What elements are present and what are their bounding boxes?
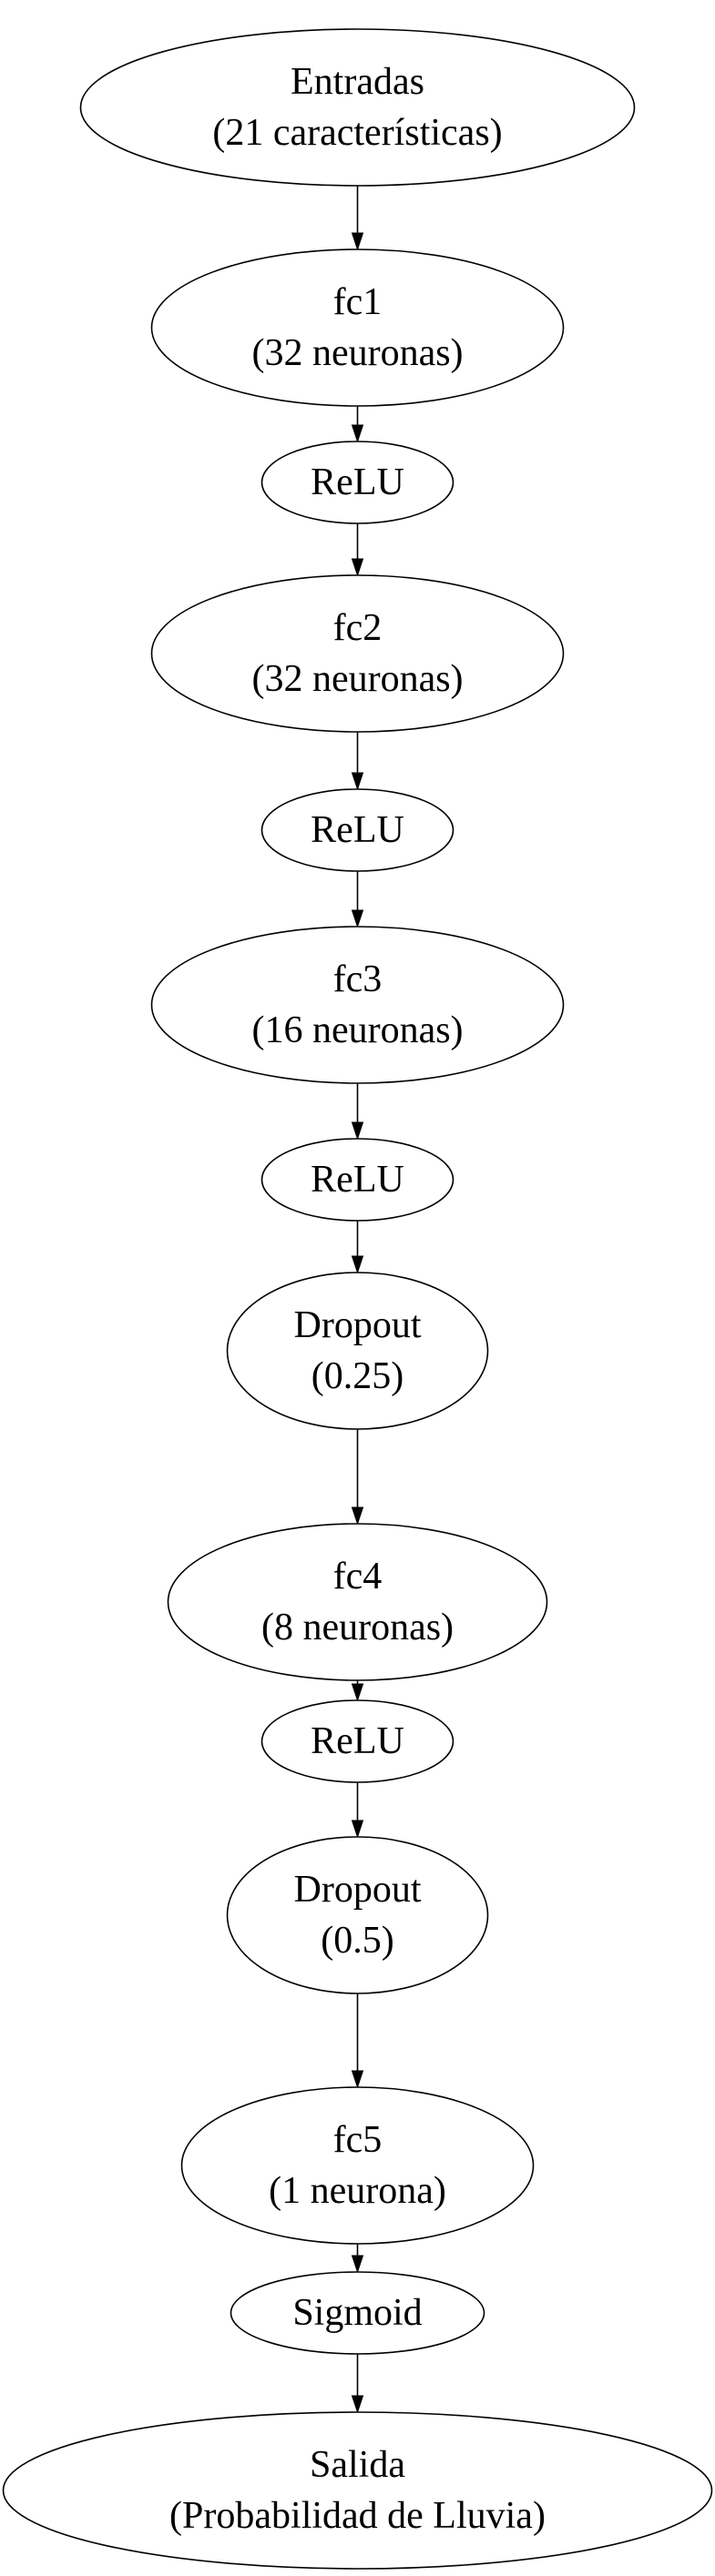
node-label-line: (0.5) xyxy=(321,1920,393,1962)
arrowhead-icon xyxy=(351,558,364,577)
edge-relu3-to-dropout1 xyxy=(351,1221,364,1274)
node-relu1: ReLU xyxy=(260,441,455,524)
node-ellipse xyxy=(260,1138,455,1222)
node-dropout1: Dropout (0.25) xyxy=(226,1272,489,1430)
node-label-line: ReLU xyxy=(311,809,404,851)
node-label-line: (21 características) xyxy=(212,112,502,154)
node-label-line: Sigmoid xyxy=(292,2292,422,2334)
node-label-line: (Probabilidad de Lluvia) xyxy=(169,2495,546,2537)
node-ellipse xyxy=(150,926,565,1084)
node-dropout2: Dropout (0.5) xyxy=(226,1836,489,1994)
edge-relu4-to-dropout2 xyxy=(351,1782,364,1839)
node-label-line: fc5 xyxy=(333,2119,383,2161)
node-label-line: ReLU xyxy=(311,461,404,503)
edge-dropout2-to-fc5 xyxy=(351,1993,364,2089)
edge-fc1-to-relu1 xyxy=(351,406,364,443)
edge-fc5-to-sigmoid xyxy=(351,2244,364,2274)
nodes: Entradas (21 características) fc1 (32 neuro… xyxy=(2,28,713,2570)
node-ellipse xyxy=(260,1699,455,1783)
node-ellipse xyxy=(180,2086,535,2245)
node-label-line: Salida xyxy=(310,2444,405,2486)
node-relu4: ReLU xyxy=(260,1699,455,1783)
arrowhead-icon xyxy=(351,424,364,443)
edge-dropout1-to-fc4 xyxy=(351,1429,364,1526)
arrowhead-icon xyxy=(351,909,364,928)
node-ellipse xyxy=(150,574,565,733)
node-label-line: fc2 xyxy=(333,607,383,649)
node-label-line: Entradas xyxy=(291,61,424,103)
node-label-line: (8 neuronas) xyxy=(261,1607,454,1648)
edge-fc2-to-relu2 xyxy=(351,732,364,791)
node-relu3: ReLU xyxy=(260,1138,455,1222)
node-label-line: fc1 xyxy=(333,281,383,323)
arrowhead-icon xyxy=(351,2395,364,2414)
edge-entradas-to-fc1 xyxy=(351,186,364,251)
node-entradas: Entradas (21 características) xyxy=(79,28,636,187)
edge-fc3-to-relu3 xyxy=(351,1083,364,1141)
node-fc4: fc4 (8 neuronas) xyxy=(167,1523,548,1681)
edges xyxy=(351,186,364,2414)
arrowhead-icon xyxy=(351,2255,364,2274)
arrowhead-icon xyxy=(351,1820,364,1839)
node-label-line: ReLU xyxy=(311,1720,404,1762)
arrowhead-icon xyxy=(351,1506,364,1526)
node-label-line: ReLU xyxy=(311,1159,404,1201)
node-ellipse xyxy=(226,1836,489,1994)
node-label-line: fc3 xyxy=(333,958,383,1000)
node-label-line: (32 neuronas) xyxy=(251,332,463,374)
node-relu2: ReLU xyxy=(260,788,455,872)
node-label-line: Dropout xyxy=(294,1304,422,1346)
arrowhead-icon xyxy=(351,1255,364,1274)
edge-sigmoid-to-salida xyxy=(351,2354,364,2414)
node-sigmoid: Sigmoid xyxy=(230,2271,485,2355)
node-fc5: fc5 (1 neurona) xyxy=(180,2086,535,2245)
node-label-line: Dropout xyxy=(294,1869,422,1911)
arrowhead-icon xyxy=(351,1121,364,1141)
node-fc3: fc3 (16 neuronas) xyxy=(150,926,565,1084)
node-label-line: (32 neuronas) xyxy=(251,658,463,700)
node-ellipse xyxy=(230,2271,485,2355)
node-ellipse xyxy=(2,2411,713,2570)
node-salida: Salida (Probabilidad de Lluvia) xyxy=(2,2411,713,2570)
node-fc2: fc2 (32 neuronas) xyxy=(150,574,565,733)
node-ellipse xyxy=(167,1523,548,1681)
node-label-line: (0.25) xyxy=(312,1355,403,1397)
node-ellipse xyxy=(260,441,455,524)
edge-relu1-to-fc2 xyxy=(351,523,364,577)
arrowhead-icon xyxy=(351,2070,364,2089)
node-ellipse xyxy=(79,28,636,187)
edge-relu2-to-fc3 xyxy=(351,871,364,928)
node-label-line: fc4 xyxy=(333,1556,383,1597)
arrowhead-icon xyxy=(351,232,364,251)
node-ellipse xyxy=(260,788,455,872)
edge-fc4-to-relu4 xyxy=(351,1680,364,1702)
arrowhead-icon xyxy=(351,772,364,791)
node-fc1: fc1 (32 neuronas) xyxy=(150,248,565,407)
node-ellipse xyxy=(226,1272,489,1430)
node-ellipse xyxy=(150,248,565,407)
node-label-line: (16 neuronas) xyxy=(251,1009,463,1051)
node-label-line: (1 neurona) xyxy=(269,2170,446,2212)
arrowhead-icon xyxy=(351,1683,364,1702)
